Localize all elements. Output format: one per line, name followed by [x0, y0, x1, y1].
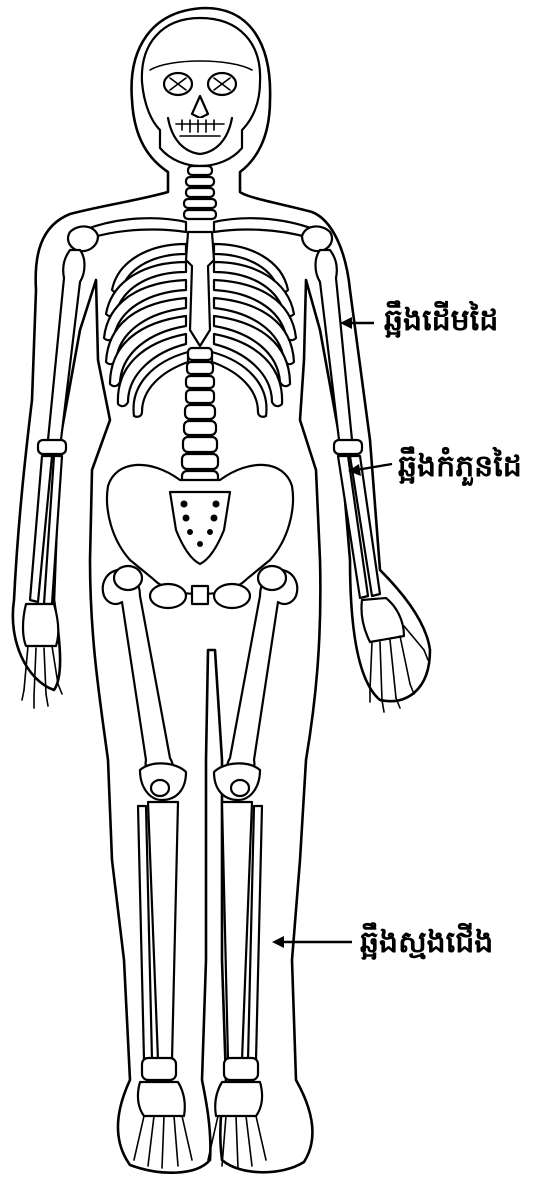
right-humerus	[316, 250, 353, 450]
right-foot	[208, 1082, 266, 1168]
arrow-tibia	[272, 936, 352, 948]
label-humerus: ឆ្អឹងដើមដៃ	[384, 306, 498, 336]
right-tibia	[222, 802, 252, 1060]
left-ankle	[142, 1058, 176, 1080]
left-shoulder	[68, 226, 98, 251]
left-elbow	[38, 440, 66, 454]
pubic-symphysis	[192, 586, 208, 604]
left-femur-head	[114, 566, 142, 590]
arrow-humerus	[340, 317, 374, 329]
label-tibia: ឆ្អឹងស្មងជើង	[360, 928, 493, 958]
left-foot	[134, 1082, 192, 1168]
right-obturator	[214, 584, 250, 608]
right-patella	[231, 780, 249, 796]
spine	[182, 348, 218, 486]
right-shoulder	[302, 226, 332, 251]
right-femur-head	[258, 566, 286, 590]
cervical-spine	[184, 166, 216, 219]
left-patella	[151, 780, 169, 796]
left-hand	[22, 604, 62, 708]
label-forearm: ឆ្អឹងកំភួនដៃ	[398, 452, 522, 482]
sternum	[186, 232, 214, 346]
left-tibia	[148, 802, 178, 1060]
right-ankle	[224, 1058, 258, 1080]
left-obturator	[150, 584, 186, 608]
right-elbow	[334, 440, 362, 454]
left-humerus	[48, 250, 85, 450]
